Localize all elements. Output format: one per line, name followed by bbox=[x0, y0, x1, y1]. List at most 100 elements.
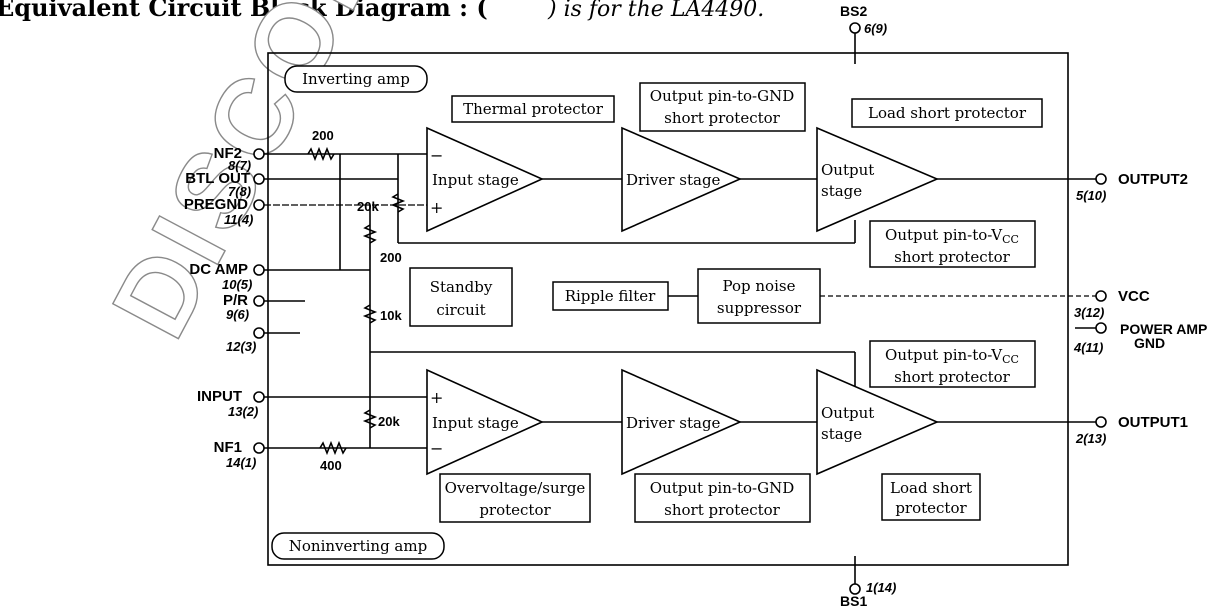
pin-btl-out bbox=[253, 173, 265, 185]
resistor-400 bbox=[319, 440, 347, 456]
pin-dc-amp-number: 10(5) bbox=[222, 277, 252, 292]
resistor-20k-bot bbox=[362, 409, 378, 429]
output-stage-top-triangle bbox=[816, 126, 940, 233]
header-title-suffix: ) is for the LA4490. bbox=[547, 0, 764, 22]
pin-dc-amp-label: DC AMP bbox=[189, 261, 248, 278]
resistor-10k bbox=[362, 304, 378, 324]
pin-bs2 bbox=[849, 22, 861, 34]
pin-input bbox=[253, 391, 265, 403]
standby-circuit-block bbox=[409, 267, 513, 327]
pin-vcc-label: VCC bbox=[1118, 288, 1150, 305]
pin-nf1 bbox=[253, 442, 265, 454]
input-stage-top-triangle bbox=[426, 126, 544, 233]
pop-noise-label-1: Pop noise bbox=[723, 277, 796, 295]
plus-sign-top: + bbox=[430, 198, 443, 217]
pin-vcc bbox=[1095, 290, 1107, 302]
vcc-short-top-label-2: short protector bbox=[894, 248, 1011, 266]
pin-nf1-label: NF1 bbox=[214, 439, 242, 456]
pin-output2 bbox=[1095, 173, 1107, 185]
vcc-short-bot-block bbox=[869, 340, 1036, 388]
driver-stage-top-triangle bbox=[621, 126, 742, 233]
pin-pr-number: 9(6) bbox=[226, 307, 249, 322]
overvoltage-label-1: Overvoltage/surge bbox=[445, 479, 586, 497]
vcc-short-bot-label-1: Output pin-to-VCC bbox=[885, 346, 1019, 366]
pin-nf2-label: NF2 bbox=[214, 145, 242, 162]
pin-pr bbox=[253, 295, 265, 307]
header-title-prefix: Equivalent Circuit Block Diagram : ( bbox=[0, 0, 488, 22]
gnd-short-bot-block bbox=[634, 473, 811, 523]
pin-nf2 bbox=[253, 148, 265, 160]
vcc-short-top-text-1: Output pin-to-V bbox=[885, 226, 1003, 244]
pin-bs2-number: 6(9) bbox=[864, 21, 887, 36]
load-short-top-block bbox=[851, 98, 1043, 128]
output-stage-top-label-1: Output bbox=[821, 161, 874, 179]
output-stage-top-label-2: stage bbox=[821, 182, 862, 200]
overvoltage-label-2: protector bbox=[479, 501, 551, 519]
pin-bs1-number: 1(14) bbox=[866, 580, 896, 595]
pin-nc bbox=[253, 327, 265, 339]
pin-bs1 bbox=[849, 583, 861, 595]
resistor-20k-bot-label: 20k bbox=[378, 414, 400, 429]
pin-power-gnd-label-1: POWER AMP bbox=[1120, 321, 1207, 337]
input-stage-bot-label: Input stage bbox=[432, 414, 519, 432]
pin-power-gnd-number: 4(11) bbox=[1073, 340, 1103, 355]
driver-stage-top-label: Driver stage bbox=[626, 171, 721, 189]
pin-pregnd bbox=[253, 199, 265, 211]
pin-input-label: INPUT bbox=[197, 388, 242, 405]
pin-output2-number: 5(10) bbox=[1076, 188, 1106, 203]
load-short-bot-label-1: Load short bbox=[890, 479, 972, 497]
pin-nc-number: 12(3) bbox=[226, 339, 256, 354]
plus-sign-bot: + bbox=[430, 388, 443, 407]
pin-pr-label: P/R bbox=[223, 292, 248, 309]
vcc-short-top-sub: CC bbox=[1002, 233, 1019, 246]
resistor-200-top bbox=[307, 146, 335, 162]
pin-output1-number: 2(13) bbox=[1075, 431, 1106, 446]
input-stage-top-label: Input stage bbox=[432, 171, 519, 189]
gnd-short-bot-label-2: short protector bbox=[664, 501, 781, 519]
pin-output2-label: OUTPUT2 bbox=[1118, 171, 1188, 188]
pop-noise-block bbox=[697, 268, 821, 324]
pin-btl-out-label: BTL OUT bbox=[185, 170, 250, 187]
inverting-section-label: Inverting amp bbox=[302, 70, 410, 88]
resistor-200-mid-label: 200 bbox=[380, 250, 402, 265]
vcc-short-top-label-1: Output pin-to-VCC bbox=[885, 226, 1019, 246]
resistor-20k-top bbox=[390, 193, 406, 213]
ripple-filter-block bbox=[552, 281, 669, 311]
thermal-protector-label: Thermal protector bbox=[463, 100, 604, 118]
resistor-10k-label: 10k bbox=[380, 308, 402, 323]
gnd-short-top-label-1: Output pin-to-GND bbox=[650, 87, 794, 105]
vcc-short-bot-label-2: short protector bbox=[894, 368, 1011, 386]
resistor-200-mid bbox=[362, 224, 378, 244]
ic-outline bbox=[267, 52, 1069, 566]
pin-output1 bbox=[1095, 416, 1107, 428]
pin-bs2-label: BS2 bbox=[840, 3, 867, 19]
noninverting-section-frame bbox=[271, 532, 445, 560]
resistor-20k-top-label: 20k bbox=[357, 199, 379, 214]
pin-output1-label: OUTPUT1 bbox=[1118, 414, 1188, 431]
inverting-section-frame bbox=[284, 65, 428, 93]
vcc-short-top-block bbox=[869, 220, 1036, 268]
overvoltage-block bbox=[439, 473, 591, 523]
load-short-bot-block bbox=[881, 473, 981, 521]
pop-noise-label-2: suppressor bbox=[717, 299, 802, 317]
standby-label-2: circuit bbox=[436, 301, 485, 319]
minus-sign-top: − bbox=[430, 146, 443, 165]
vcc-short-bot-sub: CC bbox=[1002, 353, 1019, 366]
input-stage-bot-triangle bbox=[426, 368, 544, 476]
pin-input-number: 13(2) bbox=[228, 404, 258, 419]
resistor-200-top-label: 200 bbox=[312, 128, 334, 143]
driver-stage-bot-triangle bbox=[621, 368, 742, 476]
pin-pregnd-number: 11(4) bbox=[224, 212, 253, 227]
pin-power-gnd-label-2: GND bbox=[1134, 335, 1165, 351]
ripple-filter-label: Ripple filter bbox=[565, 287, 656, 305]
noninverting-section-label: Noninverting amp bbox=[289, 537, 427, 555]
pin-bs1-label: BS1 bbox=[840, 593, 867, 607]
driver-stage-bot-label: Driver stage bbox=[626, 414, 721, 432]
resistor-400-label: 400 bbox=[320, 458, 342, 473]
gnd-short-top-label-2: short protector bbox=[664, 109, 781, 127]
load-short-top-label: Load short protector bbox=[868, 104, 1027, 122]
pin-vcc-number: 3(12) bbox=[1074, 305, 1104, 320]
gnd-short-top-block bbox=[639, 82, 806, 132]
minus-sign-bot: − bbox=[430, 439, 443, 458]
